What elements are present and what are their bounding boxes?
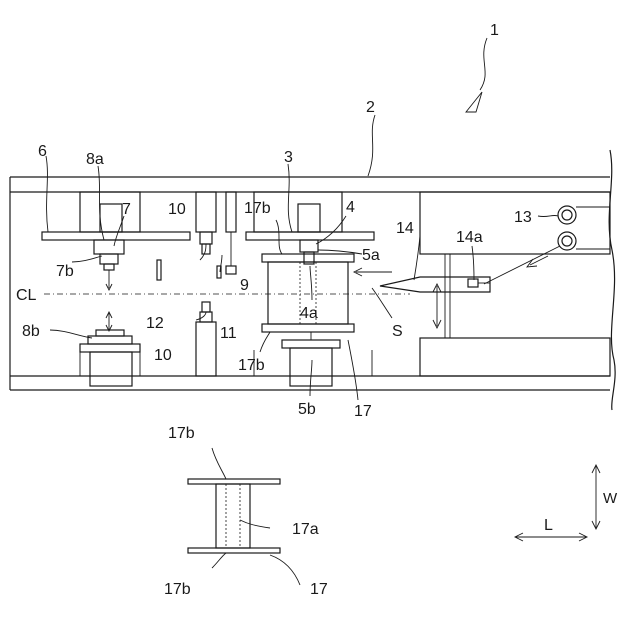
- cutter-unit: [217, 192, 236, 278]
- bobbin-detail: [188, 479, 280, 553]
- detail-17b-top-label: 17b: [168, 425, 195, 442]
- lower-left-unit: [80, 312, 140, 386]
- detail-17-label: 17: [310, 581, 328, 598]
- ref-5a-label: 5a: [362, 247, 380, 264]
- detail-17a-label: 17a: [292, 521, 319, 538]
- ref-6-label: 6: [38, 143, 47, 160]
- ref-1-label: 1: [490, 22, 499, 39]
- ref-17b-top-label: 17b: [244, 200, 271, 217]
- ref-8a-label: 8a: [86, 151, 104, 168]
- ref-4a-label: 4a: [300, 305, 318, 322]
- ref-14-label: 14: [396, 220, 414, 237]
- main-frame: [10, 150, 615, 410]
- roller-pair: [558, 206, 610, 250]
- direction-indicator-l: [515, 533, 587, 541]
- ref-7b-label: 7b: [56, 263, 74, 280]
- ref-5b-label: 5b: [298, 401, 316, 418]
- ref-3-label: 3: [284, 149, 293, 166]
- labels: 1 2 6 8a 7 10 17b 3 4 14 14a 13 5a 7b 9 …: [16, 22, 618, 598]
- thread-nozzle: [380, 277, 490, 292]
- thread-line: [484, 246, 560, 284]
- ref-14a-label: 14a: [456, 229, 483, 246]
- ref-8b-label: 8b: [22, 323, 40, 340]
- ref-10-top-label: 10: [168, 201, 186, 218]
- ref-9-label: 9: [240, 277, 249, 294]
- detail-17b-bottom-label: 17b: [164, 581, 191, 598]
- ref-s-label: S: [392, 323, 403, 340]
- ref-2-label: 2: [366, 99, 375, 116]
- ref-13-label: 13: [514, 209, 532, 226]
- ref-cl-label: CL: [16, 287, 37, 304]
- guide-pin: [157, 260, 161, 280]
- direction-indicator-w: [592, 465, 600, 529]
- insert-arrow: [354, 268, 392, 276]
- ref-12-label: 12: [146, 315, 164, 332]
- ref-4-label: 4: [346, 199, 355, 216]
- direction-w-label: W: [603, 490, 618, 507]
- ref-17b-bottom-label: 17b: [238, 357, 265, 374]
- ref-7-label: 7: [122, 201, 131, 218]
- ref-11-label: 11: [220, 325, 237, 342]
- ref-17-label: 17: [354, 403, 372, 420]
- ref-10-bottom-label: 10: [154, 347, 172, 364]
- direction-l-label: L: [544, 517, 553, 534]
